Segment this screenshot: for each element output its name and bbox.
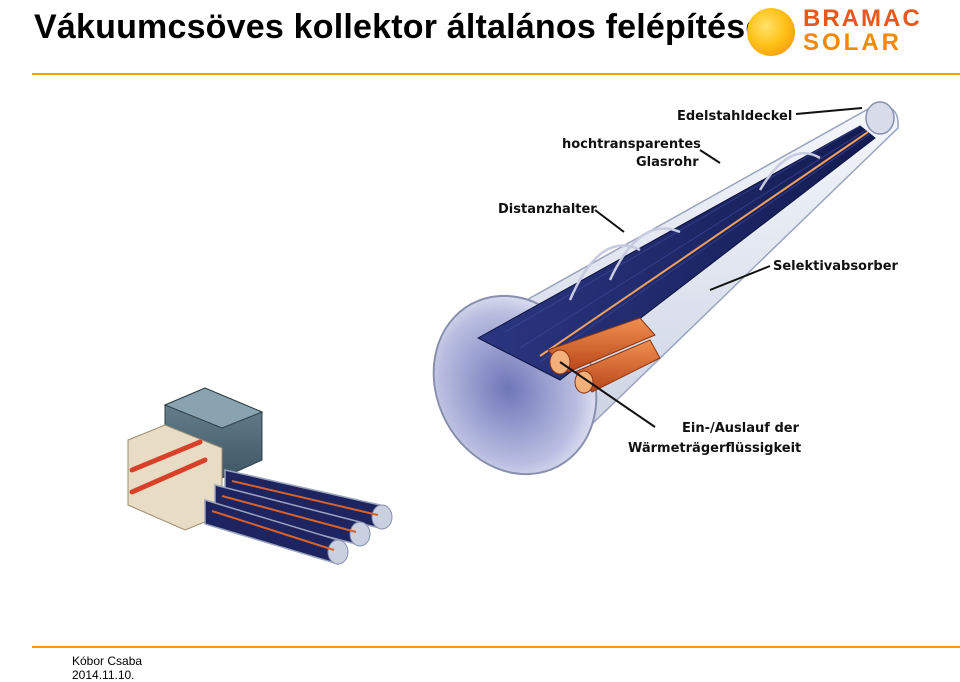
label-glasrohr-line2: Glasrohr xyxy=(636,155,699,170)
tube-cutaway: Edelstahldeckel hochtransparentes Glasro… xyxy=(432,101,899,476)
logo-text-bramac: BRAMAC xyxy=(803,5,922,32)
sun-icon xyxy=(747,8,795,56)
label-edelstahldeckel: Edelstahldeckel xyxy=(677,109,792,124)
footer-divider xyxy=(32,646,960,648)
label-selektivabsorber: Selektivabsorber xyxy=(773,259,899,274)
manifold-pipes xyxy=(129,439,208,495)
collector-tubes xyxy=(204,469,393,566)
heat-pipe xyxy=(539,131,869,357)
spacer-wires xyxy=(568,152,821,301)
stainless-cap xyxy=(865,101,895,135)
leader-lines xyxy=(559,107,863,428)
collector-assembly xyxy=(127,387,393,566)
slide-title: Vákuumcsöves kollektor általános felépít… xyxy=(34,8,765,46)
footer-author: Kóbor Csaba xyxy=(72,654,143,668)
copper-tubes xyxy=(547,317,661,394)
label-distanzhalter: Distanzhalter xyxy=(498,202,597,217)
bramac-solar-logo: BRAMAC SOLAR xyxy=(745,4,935,60)
label-einauslauf-line2: Wärmeträgerflüssigkeit xyxy=(628,441,801,456)
header-divider xyxy=(32,73,960,75)
footer: Kóbor Csaba 2014.11.10. xyxy=(72,654,142,682)
selective-absorber-plate xyxy=(476,125,876,381)
logo-text-solar: SOLAR xyxy=(803,29,902,56)
footer-date: 2014.11.10. xyxy=(72,668,135,682)
label-einauslauf-line1: Ein-/Auslauf der xyxy=(682,421,800,436)
label-glasrohr-line1: hochtransparentes xyxy=(562,137,701,152)
absorber-grid xyxy=(504,125,871,363)
